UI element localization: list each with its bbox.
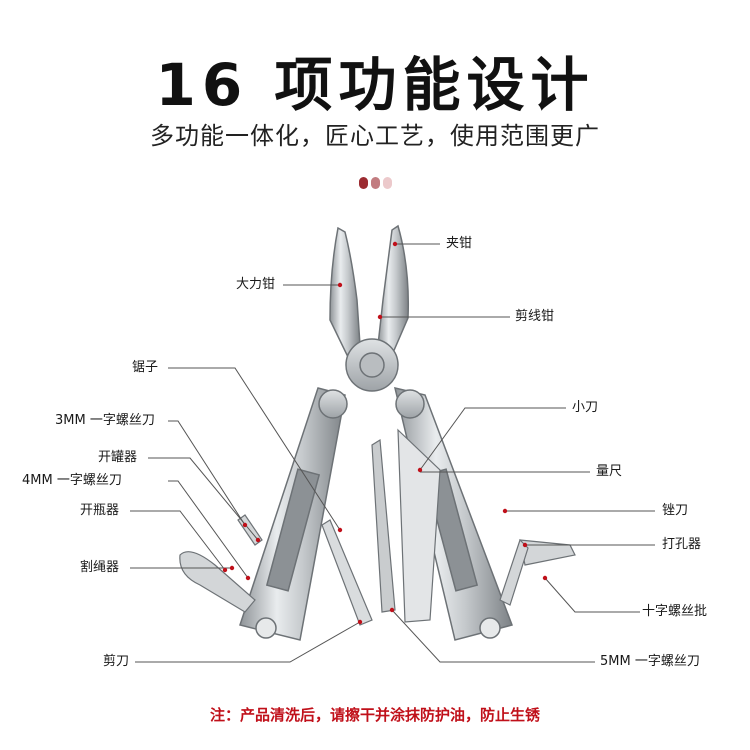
pliers-jaws [329, 224, 410, 392]
blades [321, 428, 441, 626]
label-can-opener: 开罐器 [98, 450, 138, 465]
label-jian-xian-qian: 剪线钳 [515, 309, 555, 324]
page-title: 16 项功能设计 [155, 51, 595, 119]
label-awl: 打孔器 [662, 537, 702, 552]
label-xiao-dao: 小刀 [572, 400, 599, 415]
label-da-li-qian: 大力钳 [236, 277, 276, 292]
label-screwdriver-4mm: 4MM 一字螺丝刀 [22, 473, 122, 488]
dot-mid [371, 177, 380, 189]
dot-dark [359, 177, 368, 189]
left-handle [239, 387, 348, 641]
label-liang-chi: 量尺 [596, 464, 623, 479]
label-ju-zi: 锯子 [132, 360, 159, 375]
label-rope-cutter: 割绳器 [80, 560, 120, 575]
label-cuo-dao: 锉刀 [662, 503, 689, 518]
care-note: 注：产品清洗后，请擦干并涂抹防护油，防止生锈 [209, 706, 540, 724]
label-phillips-bit: 十字螺丝批 [642, 604, 708, 619]
label-bottle-opener: 开瓶器 [80, 503, 120, 518]
decorative-dots [359, 177, 392, 189]
marker-dots [222, 241, 548, 625]
page-subtitle: 多功能一体化，匠心工艺，使用范围更广 [150, 122, 600, 150]
label-scissors: 剪刀 [103, 654, 130, 669]
label-screwdriver-5mm: 5MM 一字螺丝刀 [600, 654, 700, 669]
label-jia-qian: 夹钳 [446, 236, 473, 251]
leader-lines [130, 243, 655, 663]
dot-light [383, 177, 392, 189]
label-screwdriver-3mm: 3MM 一字螺丝刀 [55, 413, 155, 428]
